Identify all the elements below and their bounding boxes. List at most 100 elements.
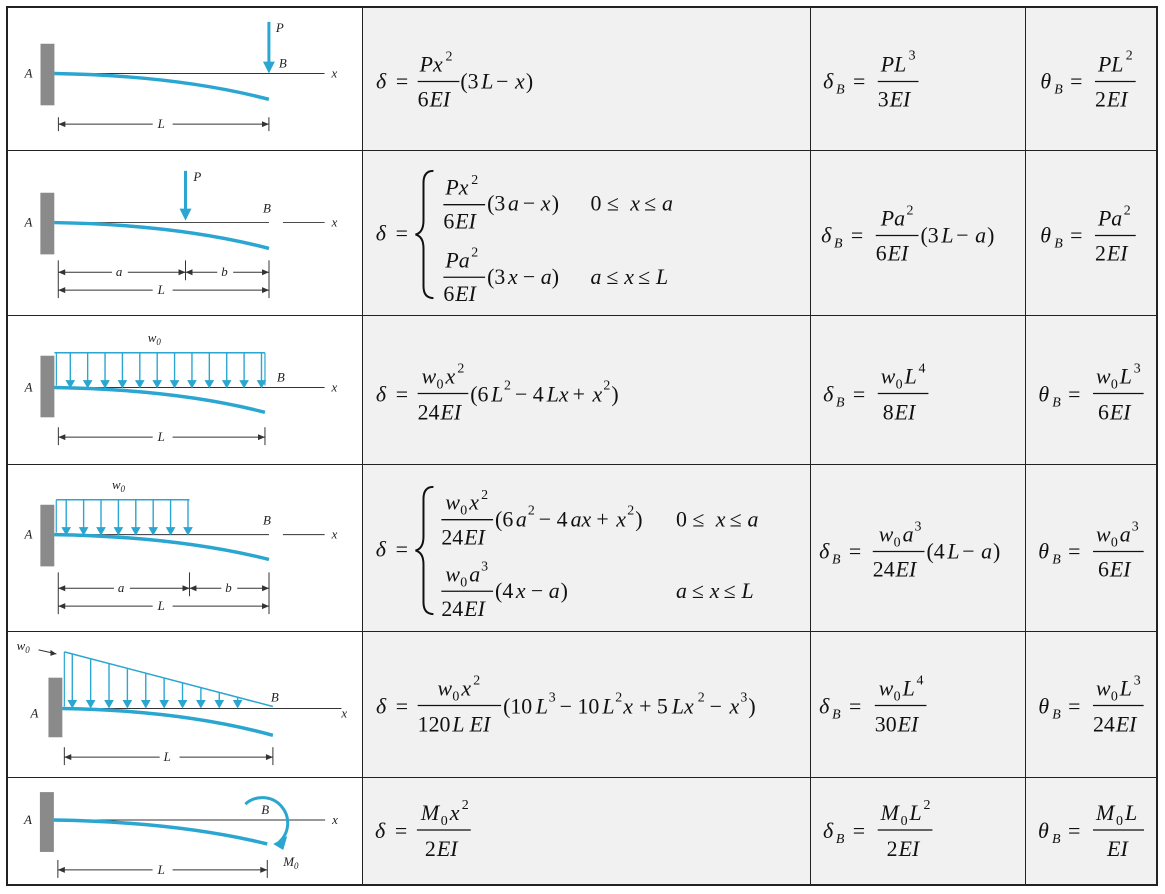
svg-text:w: w <box>422 365 437 389</box>
svg-text:EI: EI <box>889 87 912 111</box>
deflected-beam-curve <box>54 220 270 251</box>
svg-text:EI: EI <box>1115 712 1138 736</box>
svg-text:8: 8 <box>883 400 894 424</box>
svg-text:x: x <box>629 192 640 216</box>
label-P: P <box>275 21 284 35</box>
deflected-beam-curve <box>53 818 268 846</box>
svg-text:≤: ≤ <box>730 508 742 532</box>
svg-text:a: a <box>469 562 480 586</box>
svg-text:=: = <box>396 537 408 561</box>
svg-text:): ) <box>635 508 642 532</box>
svg-text:≤: ≤ <box>724 579 736 603</box>
svg-text:w: w <box>445 562 460 586</box>
svg-text:B: B <box>832 707 841 722</box>
svg-text:2: 2 <box>923 798 930 813</box>
svg-text:a: a <box>116 264 122 279</box>
svg-text:6: 6 <box>418 87 429 111</box>
svg-text:=: = <box>1068 382 1080 406</box>
svg-text:x: x <box>591 382 602 406</box>
svg-text:6: 6 <box>443 210 454 234</box>
svg-text:EI: EI <box>454 282 477 306</box>
svg-text:0: 0 <box>1111 690 1118 705</box>
beam-diagram: w0 A B x L <box>24 330 338 446</box>
svg-text:0: 0 <box>460 504 467 519</box>
load-arrowhead <box>82 380 93 389</box>
svg-text:Lx: Lx <box>546 382 569 406</box>
svg-text:EI: EI <box>897 712 920 736</box>
svg-text:L: L <box>480 69 493 93</box>
svg-text:EI: EI <box>1106 241 1129 265</box>
svg-text:θ: θ <box>1038 539 1049 563</box>
svg-text:0: 0 <box>896 378 903 393</box>
svg-text:≤: ≤ <box>606 265 618 289</box>
load-arrowhead <box>100 380 110 389</box>
svg-text:=: = <box>396 221 408 245</box>
beam-diagram: A B x P L <box>24 21 338 131</box>
load-arrowhead <box>65 380 76 389</box>
svg-text:θ: θ <box>1038 818 1049 843</box>
svg-text:3: 3 <box>1134 362 1141 377</box>
svg-text:L EI: L EI <box>451 712 492 736</box>
svg-text:2: 2 <box>528 504 535 519</box>
svg-text:2: 2 <box>462 798 469 813</box>
svg-text:=: = <box>849 539 861 563</box>
svg-text:A: A <box>23 812 32 827</box>
svg-text:δ: δ <box>376 382 387 406</box>
svg-text:w: w <box>879 677 894 701</box>
svg-text:24: 24 <box>1093 712 1115 736</box>
svg-text:=: = <box>395 818 407 843</box>
svg-text:a: a <box>516 508 527 532</box>
svg-text:δ: δ <box>376 69 387 93</box>
uniform-distributed-load <box>54 352 267 389</box>
svg-text:=: = <box>1068 818 1080 843</box>
load-arrowhead <box>96 527 106 536</box>
deflected-beam-curve <box>62 706 274 737</box>
svg-text:B: B <box>261 802 269 817</box>
svg-text:EI: EI <box>894 400 917 424</box>
svg-text:δ: δ <box>823 382 834 406</box>
load-arrowhead <box>152 380 163 389</box>
svg-text:θ: θ <box>1040 69 1051 93</box>
svg-text:2: 2 <box>627 504 634 519</box>
load-arrowhead <box>140 700 151 709</box>
svg-text:B: B <box>1052 832 1061 847</box>
load-arrowhead <box>85 700 96 709</box>
partial-distributed-load <box>55 499 193 536</box>
svg-text:L: L <box>157 282 165 297</box>
svg-text:0: 0 <box>437 378 444 393</box>
svg-text:a: a <box>662 192 673 216</box>
load-arrowhead <box>169 380 180 389</box>
svg-text:0: 0 <box>1111 378 1118 393</box>
svg-text:x: x <box>449 800 460 825</box>
svg-text:2: 2 <box>698 691 705 706</box>
beam-figure-triangular-load: w0 A B x L <box>8 632 363 777</box>
deflected-beam-curve <box>54 71 270 102</box>
svg-text:δ: δ <box>819 539 830 563</box>
svg-text:δ: δ <box>821 223 832 247</box>
svg-text:− 10: − 10 <box>560 694 600 718</box>
svg-text:3: 3 <box>481 559 488 574</box>
svg-text:): ) <box>748 694 755 718</box>
svg-text:x: x <box>514 69 525 93</box>
label-x: x <box>330 67 337 81</box>
svg-text:x: x <box>507 265 518 289</box>
svg-text:2: 2 <box>1095 241 1106 265</box>
svg-text:w0: w0 <box>17 638 31 655</box>
svg-text:w: w <box>445 491 460 515</box>
svg-text:x: x <box>331 812 338 827</box>
